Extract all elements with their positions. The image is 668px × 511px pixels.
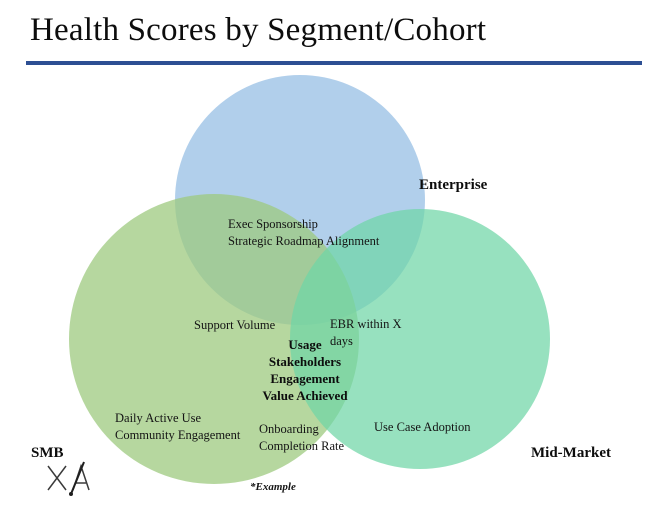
venn-region-enterprise-smb: Support Volume <box>194 317 334 334</box>
title-divider <box>26 61 642 65</box>
venn-circles-graphic <box>69 75 550 484</box>
venn-region-enterprise-only: Exec Sponsorship Strategic Roadmap Align… <box>228 216 428 249</box>
onboarding-item-line1: Onboarding <box>259 422 319 436</box>
xa-monogram-logo-icon <box>47 461 90 496</box>
venn-region-enterprise-mid-market: EBR within X days <box>330 316 406 349</box>
enterprise-item-2: Strategic Roadmap Alignment <box>228 233 380 248</box>
venn-region-smb-only: Daily Active Use Community Engagement <box>115 410 295 443</box>
venn-circle-mid-market[interactable] <box>290 209 550 469</box>
center-item-2: Stakeholders <box>268 354 342 369</box>
enterprise-item-1: Exec Sponsorship <box>228 217 318 231</box>
footnote-example: *Example <box>250 481 296 493</box>
venn-label-enterprise: Enterprise <box>419 177 488 193</box>
venn-diagram: Enterprise SMB Mid-Market Exec Sponsorsh… <box>0 64 668 511</box>
center-item-1: Usage <box>288 337 322 352</box>
center-item-3: Engagement <box>270 371 340 386</box>
venn-region-all-three: Usage Stakeholders Engagement Value Achi… <box>235 336 375 404</box>
center-item-4: Value Achieved <box>262 388 348 403</box>
page-title: Health Scores by Segment/Cohort <box>30 12 487 48</box>
venn-label-smb: SMB <box>31 445 64 461</box>
smb-item-1: Daily Active Use <box>115 411 202 425</box>
ebr-item-line2: days <box>330 333 353 348</box>
mid-market-item-1: Use Case Adoption <box>374 420 471 434</box>
venn-label-mid-market: Mid-Market <box>531 445 611 461</box>
onboarding-item-line2: Completion Rate <box>259 438 345 453</box>
smb-item-2: Community Engagement <box>115 427 241 442</box>
ebr-item-line1: EBR within X <box>330 317 402 331</box>
venn-region-mid-market-only: Use Case Adoption <box>374 419 514 436</box>
venn-circle-smb[interactable] <box>69 194 359 484</box>
support-volume-item: Support Volume <box>194 318 276 332</box>
venn-region-smb-mid-market: Onboarding Completion Rate <box>259 421 351 454</box>
